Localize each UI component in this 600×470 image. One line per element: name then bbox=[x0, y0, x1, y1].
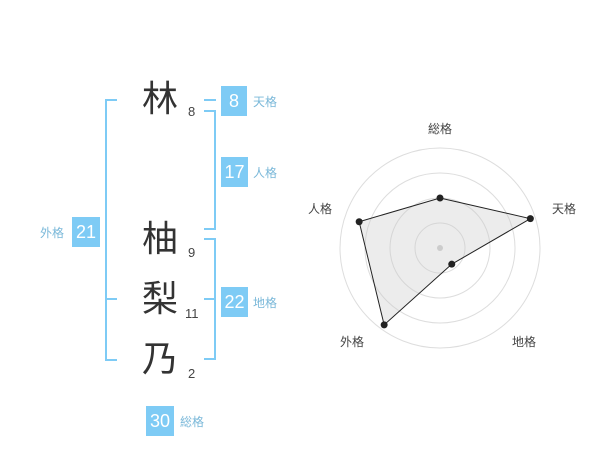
name-char-2: 柚 bbox=[141, 219, 178, 260]
jinkaku-bracket-top bbox=[204, 110, 216, 112]
radar-point-2 bbox=[526, 215, 534, 223]
radar-ring bbox=[339, 147, 541, 349]
radar-center-dot bbox=[437, 245, 443, 251]
jinkaku-label: 人格 bbox=[253, 166, 278, 180]
gaikaku-label: 外格 bbox=[40, 226, 65, 240]
radar-point-4 bbox=[380, 321, 388, 329]
chikaku-bracket-top bbox=[204, 238, 216, 240]
radar-ring bbox=[414, 222, 466, 274]
gaikaku-bracket-top bbox=[105, 99, 117, 101]
radar-points bbox=[355, 194, 534, 329]
radar-label-soukaku: 総格 bbox=[428, 121, 452, 136]
stroke-count-3: 11 bbox=[185, 306, 199, 321]
chikaku-bracket-mid bbox=[204, 298, 216, 300]
radar-label-tenkaku: 天格 bbox=[552, 201, 576, 216]
soukaku-badge: 30 bbox=[146, 406, 174, 436]
fortune-radar-chart: 総格 天格 地格 外格 人格 bbox=[308, 121, 576, 349]
gaikaku-bracket-vertical bbox=[105, 99, 107, 361]
radar-point-1 bbox=[436, 194, 444, 202]
radar-area bbox=[358, 197, 532, 326]
tenkaku-label: 天格 bbox=[253, 95, 278, 109]
stroke-count-4: 2 bbox=[188, 366, 196, 381]
stroke-count-1: 8 bbox=[188, 104, 196, 119]
name-char-4: 乃 bbox=[141, 339, 178, 380]
name-char-1: 林 bbox=[141, 79, 178, 120]
tenkaku-tick bbox=[204, 99, 216, 101]
radar-label-jinkaku: 人格 bbox=[308, 201, 332, 216]
chikaku-label: 地格 bbox=[253, 296, 278, 310]
tenkaku-badge: 8 bbox=[221, 86, 247, 116]
gaikaku-bracket-mid bbox=[105, 298, 117, 300]
jinkaku-bracket-vertical bbox=[214, 110, 216, 230]
stroke-count-2: 9 bbox=[188, 245, 196, 260]
radar-point-5 bbox=[355, 218, 363, 226]
radar-point-3 bbox=[448, 260, 456, 268]
chikaku-bracket-bottom bbox=[204, 358, 216, 360]
gaikaku-badge: 21 bbox=[72, 217, 100, 247]
radar-label-gaikaku: 外格 bbox=[340, 334, 364, 349]
chikaku-badge: 22 bbox=[221, 287, 248, 317]
radar-label-chikaku: 地格 bbox=[512, 334, 536, 349]
radar-ring bbox=[364, 172, 516, 324]
name-char-3: 梨 bbox=[141, 279, 178, 320]
jinkaku-bracket-bottom bbox=[204, 228, 216, 230]
jinkaku-badge: 17 bbox=[221, 157, 248, 187]
gaikaku-bracket-bottom bbox=[105, 359, 117, 361]
soukaku-label: 総格 bbox=[180, 415, 205, 429]
